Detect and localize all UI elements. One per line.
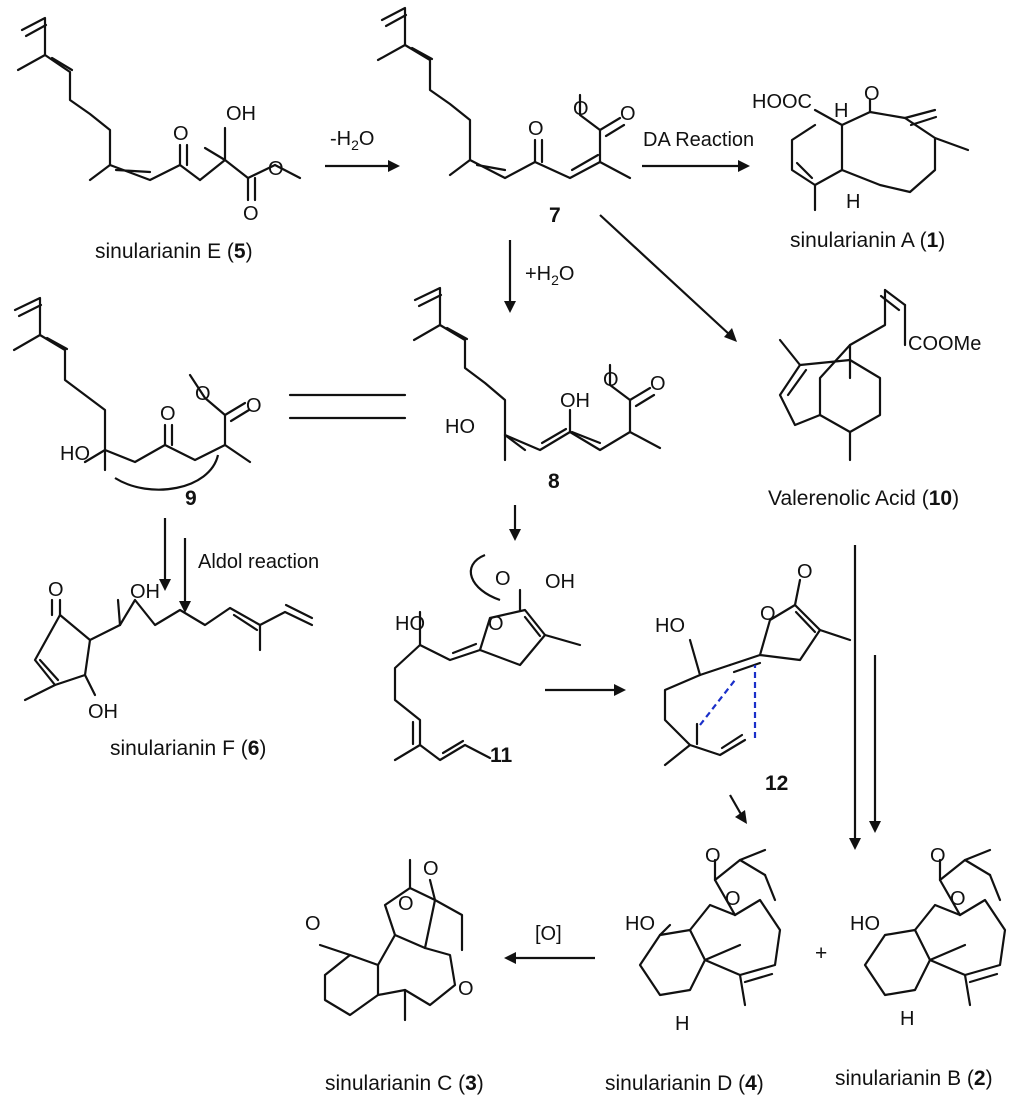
compound-7-label: 7 — [549, 204, 561, 227]
compound-2-h: H — [900, 1008, 914, 1030]
compound-1-label: sinularianin A (1) — [790, 229, 945, 252]
compound-12-dashed-bond-a — [699, 679, 736, 726]
compound-12-ho: HO — [655, 615, 685, 637]
compound-6-ketone-o: O — [48, 579, 64, 601]
compound-4-ho: HO — [625, 913, 655, 935]
compound-1-hooc: HOOC — [752, 91, 812, 113]
compound-3-carbonyl-o: O — [423, 858, 439, 880]
compound-3-structure — [318, 858, 464, 1022]
arrow-7-to-10 — [599, 214, 731, 336]
mechanism-arrow-11 — [469, 553, 501, 602]
compound-5-ester-o: O — [243, 203, 259, 225]
plus-sign: + — [815, 942, 827, 965]
compound-9-ho: HO — [60, 443, 90, 465]
compound-8-structure — [412, 286, 662, 462]
compound-3-methoxy-o: O — [305, 913, 321, 935]
compound-7-structure — [376, 6, 632, 180]
compound-8-ester-o: O — [650, 373, 666, 395]
compound-11-label: 11 — [490, 744, 513, 767]
compound-2-label: sinularianin B (2) — [835, 1067, 993, 1090]
compound-9-ether-o: O — [195, 383, 211, 405]
compound-11-oh: OH — [545, 571, 575, 593]
compound-5-ketone-o: O — [173, 123, 189, 145]
compound-4-ring-o: O — [725, 888, 741, 910]
compound-2-ring-o: O — [950, 888, 966, 910]
condition-hydration: +H2O — [525, 263, 574, 288]
compound-2-ho: HO — [850, 913, 880, 935]
compound-1-h-top: H — [834, 100, 848, 122]
compound-9-structure — [12, 296, 252, 491]
compound-6-oh-top: OH — [130, 581, 160, 603]
compound-8-oh: OH — [560, 390, 590, 412]
compound-12-ring-o: O — [760, 603, 776, 625]
compound-5-structure — [16, 16, 302, 202]
compound-9-label: 9 — [185, 487, 197, 510]
condition-aldol: Aldol reaction — [198, 551, 319, 573]
compound-12-carbonyl-o: O — [797, 561, 813, 583]
condition-diels-alder: DA Reaction — [643, 129, 754, 151]
compound-11-o: O — [495, 568, 511, 590]
compound-4-label: sinularianin D (4) — [605, 1072, 764, 1095]
compound-10-structure — [778, 288, 907, 462]
compound-5-ether-o: O — [268, 158, 284, 180]
compound-5-oh: OH — [226, 103, 256, 125]
compound-8-ho: HO — [445, 416, 475, 438]
compound-7-ketone-o: O — [528, 118, 544, 140]
compound-1-ketone-o: O — [864, 83, 880, 105]
compound-8-ether-o: O — [603, 369, 619, 391]
compound-12-structure — [663, 578, 852, 767]
compound-1-h-bottom: H — [846, 191, 860, 213]
compound-10-label: Valerenolic Acid (10) — [768, 487, 959, 510]
compound-6-structure — [23, 598, 314, 702]
compound-3-label: sinularianin C (3) — [325, 1072, 484, 1095]
compound-8-label: 8 — [548, 470, 560, 493]
compound-10-cooMe: COOMe — [908, 333, 981, 355]
compound-1-structure — [790, 98, 970, 212]
compound-7-ester-o: O — [620, 103, 636, 125]
compound-3-ring-o: O — [398, 893, 414, 915]
arrow-12-to-4 — [729, 794, 743, 817]
compound-5-label: sinularianin E (5) — [95, 240, 253, 263]
compound-9-ketone-o: O — [160, 403, 176, 425]
compound-9-ester-o: O — [246, 395, 262, 417]
compound-2-carbonyl-o: O — [930, 845, 946, 867]
compound-11-ring-o: O — [488, 613, 504, 635]
compound-7-ether-o: O — [573, 98, 589, 120]
condition-oxidation: [O] — [535, 923, 562, 945]
compound-4-h: H — [675, 1013, 689, 1035]
compound-11-ho: HO — [395, 613, 425, 635]
mechanism-arrow-9 — [114, 454, 220, 491]
condition-dehydration: -H2O — [330, 128, 374, 153]
compound-3-epoxide-o: O — [458, 978, 474, 1000]
compound-4-carbonyl-o: O — [705, 845, 721, 867]
compound-6-oh-bottom: OH — [88, 701, 118, 723]
compound-12-label: 12 — [765, 772, 788, 795]
compound-11-structure — [393, 553, 582, 762]
compound-2-structure — [863, 848, 1007, 1007]
compound-6-label: sinularianin F (6) — [110, 737, 266, 760]
compound-4-structure — [638, 848, 782, 1007]
